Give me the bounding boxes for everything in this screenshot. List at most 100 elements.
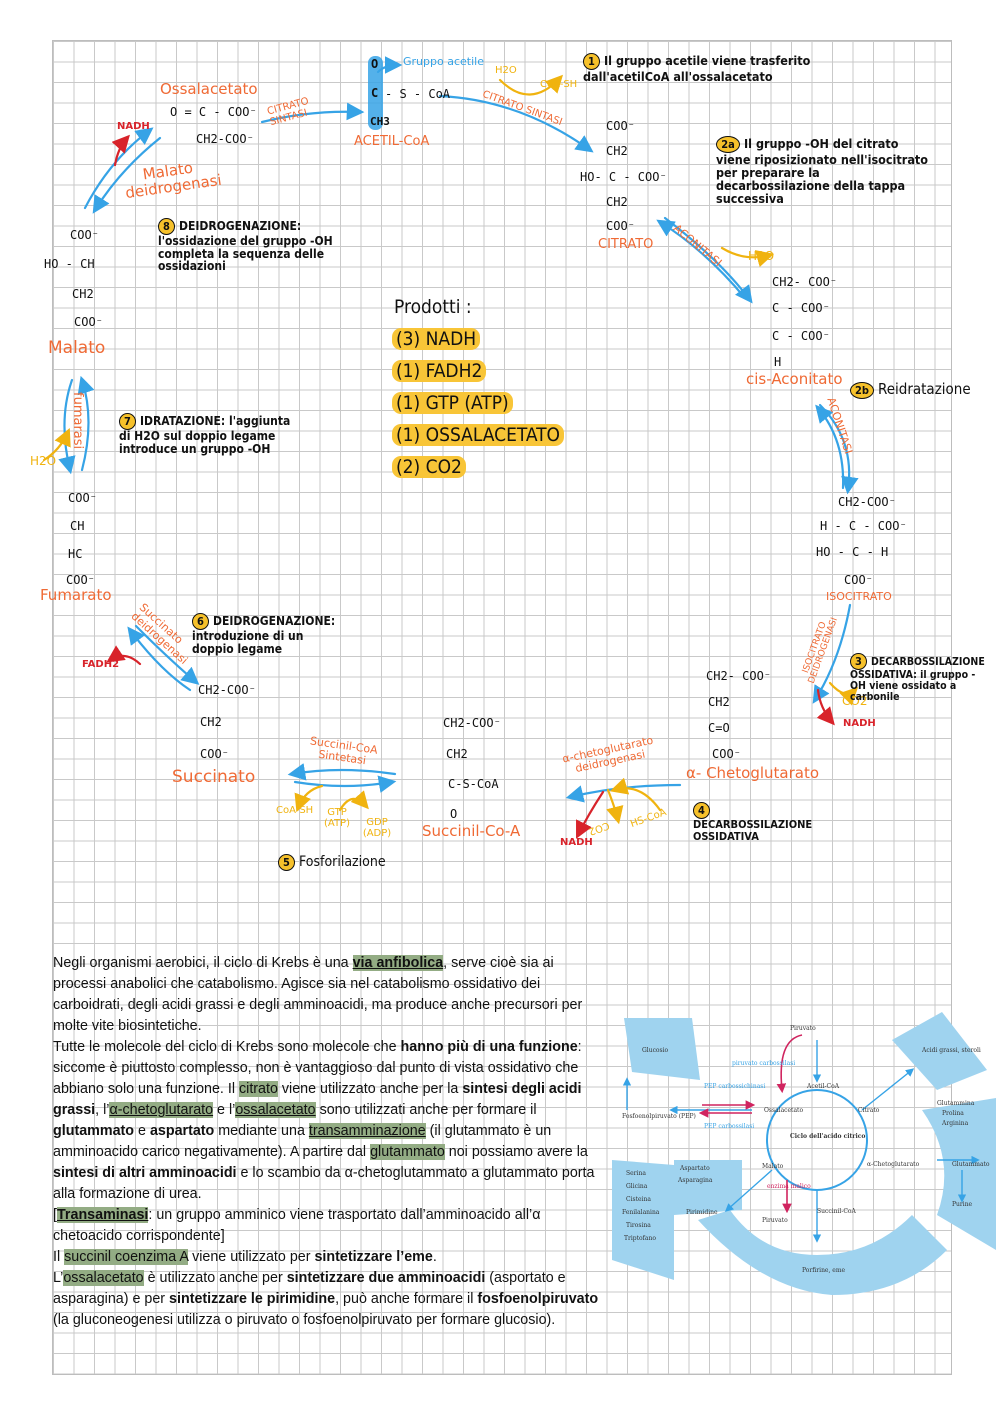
paragraph-ossalacetato: L’ossalacetato è utilizzato anche per si…: [53, 1270, 599, 1328]
fig-purine: Purine: [952, 1201, 973, 1208]
products-item-2: (1) FADH2: [392, 360, 487, 382]
fig-aa-5: Tirosina: [626, 1222, 651, 1229]
fig-succcoa: Succinil-CoA: [817, 1208, 857, 1215]
citrato-line5: COO⁻: [606, 219, 635, 233]
step-3-number: 3: [850, 653, 867, 670]
nadh-isocitrato: NADH: [843, 718, 876, 729]
fig-acetil-coa: Acetil-CoA: [806, 1083, 840, 1090]
akg-label: α- Chetoglutarato: [686, 764, 820, 782]
step-2a-number: 2a: [716, 136, 740, 153]
fig-aa-4: Fenilalanina: [622, 1209, 660, 1216]
aspartato-panel: [674, 1160, 742, 1215]
fumarasi-label: fumarasi: [70, 392, 85, 450]
cis-aconitato-line4: H: [774, 355, 782, 369]
gtp-label: GTP (ATP): [323, 807, 350, 829]
step-2b-text: Reidratazione: [878, 380, 971, 398]
cycle-ring: [766, 1089, 868, 1191]
acetyl-scoa: - S - CoA: [385, 87, 451, 101]
fig-aa-2: Glicina: [626, 1183, 648, 1190]
fig-aspartato: Aspartato: [679, 1165, 710, 1172]
fig-asparagina: Asparagina: [677, 1177, 713, 1184]
succinil-coa-line3: C-S-CoA: [448, 777, 499, 791]
co2-isocitrato: CO2: [842, 694, 868, 708]
citrato-line3: HO- C - COO⁻: [580, 170, 667, 184]
fig-porfirine: Porfirine, eme: [802, 1267, 846, 1274]
step-5-number: 5: [278, 854, 295, 871]
fig-fosfoenolpiruvato: Fosfoenolpiruvato (PEP): [622, 1113, 696, 1120]
cis-aconitato-line1: CH2- COO⁻: [772, 275, 838, 289]
fig-glu-2: Prolina: [942, 1110, 964, 1117]
step-4: 4DECARBOSSILAZIONE OSSIDATIVA: [693, 802, 833, 842]
products-item-5: (2) CO2: [392, 456, 466, 478]
fumarato-line3: HC: [68, 547, 83, 561]
fig-achg: α-Chetoglutarato: [867, 1161, 920, 1168]
products-item-1: (3) NADH: [392, 328, 481, 350]
fumarato-label: Fumarato: [40, 586, 112, 604]
step-4-number: 4: [693, 802, 710, 819]
products-title: Prodotti :: [394, 296, 472, 318]
paragraph-transaminasi: [Transaminasi: un gruppo amminico viene …: [53, 1207, 541, 1244]
cis-aconitato-line2: C - COO⁻: [772, 301, 830, 315]
porfirine-panel: [698, 1210, 947, 1295]
gruppo-acetile-label: Gruppo acetile: [403, 55, 484, 68]
step-1-text: Il gruppo acetile viene trasferito dall'…: [583, 53, 811, 84]
fumarato-line2: CH: [70, 519, 85, 533]
coash-top: CoA-SH: [540, 79, 578, 90]
nadh-akg: NADH: [560, 837, 593, 848]
succinato-line1: CH2-COO⁻: [198, 683, 256, 697]
akg-line4: COO⁻: [712, 747, 741, 761]
isocitrato-line3: HO - C - H: [816, 545, 889, 559]
isocitrato-line1: CH2-COO⁻: [838, 495, 896, 509]
glutammato-panel: [922, 1098, 996, 1250]
malato-line1: COO⁻: [70, 228, 99, 242]
coash-bottom: CoA-SH: [276, 805, 314, 816]
paragraph-succinil: Il succinil coenzima A viene utilizzato …: [53, 1249, 437, 1265]
fig-piruvato-top: Piruvato: [790, 1025, 816, 1032]
citrato-line4: CH2: [606, 195, 628, 209]
amminoacidi-panel: [612, 1160, 674, 1280]
succinato-line3: COO⁻: [200, 747, 229, 761]
step-7-text: IDRATAZIONE: l'aggiunta di H2O sul doppi…: [119, 414, 291, 456]
acetyl-c: C: [371, 86, 379, 100]
fig-glu-1: Glutammina: [937, 1100, 975, 1107]
step-5-text: Fosforilazione: [299, 854, 386, 870]
grid-paper: [52, 40, 952, 1375]
step-2b-number: 2b: [850, 382, 874, 399]
citrato-line2: CH2: [606, 144, 628, 158]
isocitrato-line2: H - C - COO⁻: [820, 519, 907, 533]
acetyl-ch3: CH3: [370, 115, 390, 128]
fig-enzima-malico: enzima malico: [767, 1183, 811, 1190]
citric-acid-cycle-figure: Glucosio Acidi grassi, steroli Piruvato …: [612, 1012, 996, 1295]
fumarato-line1: COO⁻: [68, 491, 97, 505]
fig-piruvato-bot: Piruvato: [762, 1217, 788, 1224]
succinato-label: Succinato: [172, 767, 256, 787]
malato-line2: HO - CH: [44, 257, 95, 271]
fig-center: Ciclo dell'acido citrico: [790, 1133, 865, 1140]
step-4-text: DECARBOSSILAZIONE OSSIDATIVA: [693, 818, 813, 843]
step-3-text: DECARBOSSILAZIONE OSSIDATIVA: il gruppo …: [850, 656, 985, 704]
products-item-4: (1) OSSALACETATO: [392, 424, 564, 446]
succinil-coa-line2: CH2: [446, 747, 468, 761]
step-6-number: 6: [192, 613, 209, 630]
citrato-label: CITRATO: [598, 237, 654, 252]
fig-aa-6: Triptofano: [624, 1235, 656, 1242]
fig-aa-1: Serina: [626, 1170, 646, 1177]
step-1-number: 1: [583, 53, 600, 70]
step-8-number: 8: [158, 218, 175, 235]
cis-aconitato-line3: C - COO⁻: [772, 329, 830, 343]
paragraph-funzioni: Tutte le molecole del ciclo di Krebs son…: [53, 1039, 595, 1202]
cis-aconitato-label: cis-Aconitato: [746, 370, 843, 388]
ossal-line1: O = C - COO⁻: [170, 105, 257, 119]
explanation-text: Negli organismi aerobici, il ciclo di Kr…: [53, 953, 609, 1331]
glucosio-panel: [624, 1018, 700, 1080]
gdp-label: GDP (ADP): [362, 817, 392, 839]
isocitrato-label: ISOCITRATO: [826, 590, 892, 603]
fig-glu-3: Arginina: [941, 1120, 969, 1127]
